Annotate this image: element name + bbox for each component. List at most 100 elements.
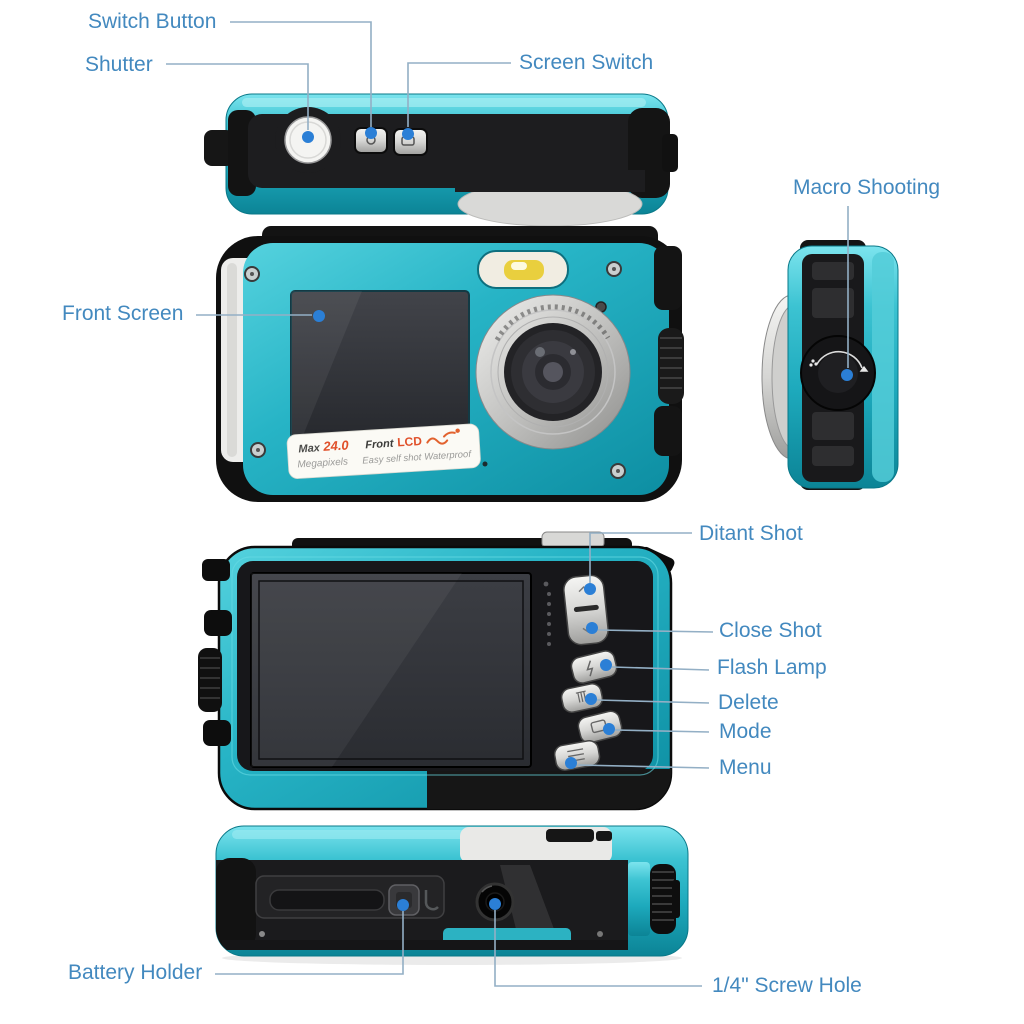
flash-glint (511, 262, 527, 270)
leader-lines (166, 21, 849, 987)
top-control-panel (248, 114, 648, 188)
zoom-rocker-divider (573, 604, 599, 613)
label-shutter: Shutter (85, 53, 153, 76)
battery-door-mark (424, 890, 439, 911)
label-flash-lamp: Flash Lamp (717, 656, 827, 679)
leader-line-shutter (166, 63, 309, 130)
trash-icon (575, 690, 587, 703)
label-delete: Delete (718, 691, 779, 714)
label-distant-shot: Ditant Shot (699, 522, 803, 545)
side-ribs (812, 262, 854, 466)
landscape-icon (859, 365, 869, 372)
leader-line-menu (577, 764, 710, 769)
leader-line-mode (614, 729, 710, 733)
battery-door (255, 875, 445, 919)
label-close-shot: Close Shot (719, 619, 822, 642)
bottom-black-nub1 (546, 829, 594, 842)
back-inner-glow (231, 556, 659, 776)
back-left-wheel (198, 648, 222, 712)
swimmer-icon (426, 428, 460, 445)
sticker-front: Front (365, 438, 395, 452)
sticker-max: Max (298, 442, 321, 455)
sticker-megapixel-value: 24.0 (322, 437, 350, 454)
leader-dot-close-shot (586, 622, 598, 634)
leader-dots (302, 127, 853, 911)
leader-dot-screen-switch (402, 128, 414, 140)
front-right-clip-bottom (654, 406, 682, 456)
flash-lamp-button (570, 650, 618, 684)
back-screen-inner-border (258, 580, 524, 760)
label-menu: Menu (719, 756, 772, 779)
label-screen-switch: Screen Switch (519, 51, 654, 74)
side-right-highlight (872, 252, 894, 482)
label-macro-shooting: Macro Shooting (793, 176, 941, 199)
bottom-right-wheel (650, 864, 680, 934)
front-right-clip-top (654, 246, 682, 310)
bottom-panel-reflection (500, 865, 560, 945)
leader-dot-mode (603, 723, 615, 735)
back-top-silver-piece (541, 531, 605, 549)
lightning-icon (586, 660, 594, 677)
back-bottom-right-black (427, 769, 671, 809)
leader-dot-screw-hole (489, 898, 501, 910)
camera-bottom-view (215, 825, 689, 965)
leader-dot-shutter (302, 131, 314, 143)
sticker-waterproof: Waterproof (424, 449, 473, 463)
sticker-lcd: LCD (397, 434, 423, 449)
speaker-holes (543, 581, 551, 646)
dial-arc (816, 350, 863, 369)
camera-back-view (198, 531, 675, 811)
camera-front-view: Max 24.0 Megapixels Front LCD Easy self … (216, 226, 684, 502)
leader-dot-front-screen (313, 310, 325, 322)
front-right-wheel (658, 328, 684, 404)
bottom-highlight (232, 830, 532, 839)
label-screw-hole: 1/4" Screw Hole (712, 974, 862, 997)
front-screws (244, 261, 626, 479)
spec-sticker: Max 24.0 Megapixels Front LCD Easy self … (286, 423, 481, 479)
bottom-left-cap (216, 858, 256, 948)
camera-side-view (761, 240, 899, 490)
leader-line-screw-hole (494, 910, 702, 987)
top-right-clip (662, 134, 678, 172)
back-left-hooks (202, 559, 232, 746)
macro-dial (800, 335, 876, 411)
leader-dot-macro-shooting (841, 369, 853, 381)
leader-line-delete (596, 699, 710, 704)
lens-glint (535, 347, 545, 357)
leader-dot-delete (585, 693, 597, 705)
bottom-screw-right (597, 931, 603, 937)
bottom-right-teal (628, 862, 650, 936)
label-front-screen: Front Screen (62, 302, 184, 325)
top-left-latch (204, 130, 234, 166)
sticker-easy-self-shot: Easy self shot (362, 452, 422, 467)
leader-dot-flash-lamp (600, 659, 612, 671)
top-view-highlight (242, 98, 646, 107)
back-screen-reflection (251, 573, 462, 767)
lens (475, 294, 631, 450)
leader-line-screen-switch (407, 62, 511, 127)
leader-line-close-shot (597, 629, 714, 633)
screw-hole-glint (481, 885, 493, 893)
front-screen-reflection (291, 291, 362, 438)
top-panel-extension (455, 170, 645, 192)
front-left-panel-shade (227, 263, 237, 457)
label-mode: Mode (719, 720, 772, 743)
leader-dot-switch-button (365, 127, 377, 139)
back-lcd-screen (250, 572, 532, 768)
leader-line-battery-holder (215, 911, 404, 975)
camera-top-view (204, 93, 678, 227)
sticker-megapixels: Megapixels (297, 456, 348, 470)
label-switch-button: Switch Button (88, 10, 217, 33)
battery-door-slot (269, 889, 385, 911)
leader-dot-menu (565, 757, 577, 769)
label-battery-holder: Battery Holder (68, 961, 203, 984)
leader-line-flash-lamp (611, 666, 710, 671)
leader-dot-distant-shot (584, 583, 596, 595)
bottom-dark-edge (222, 940, 628, 950)
leader-dot-battery-holder (397, 899, 409, 911)
bottom-screw-left (259, 931, 265, 937)
delete-button (560, 683, 604, 713)
leader-line-distant-shot (589, 532, 692, 583)
